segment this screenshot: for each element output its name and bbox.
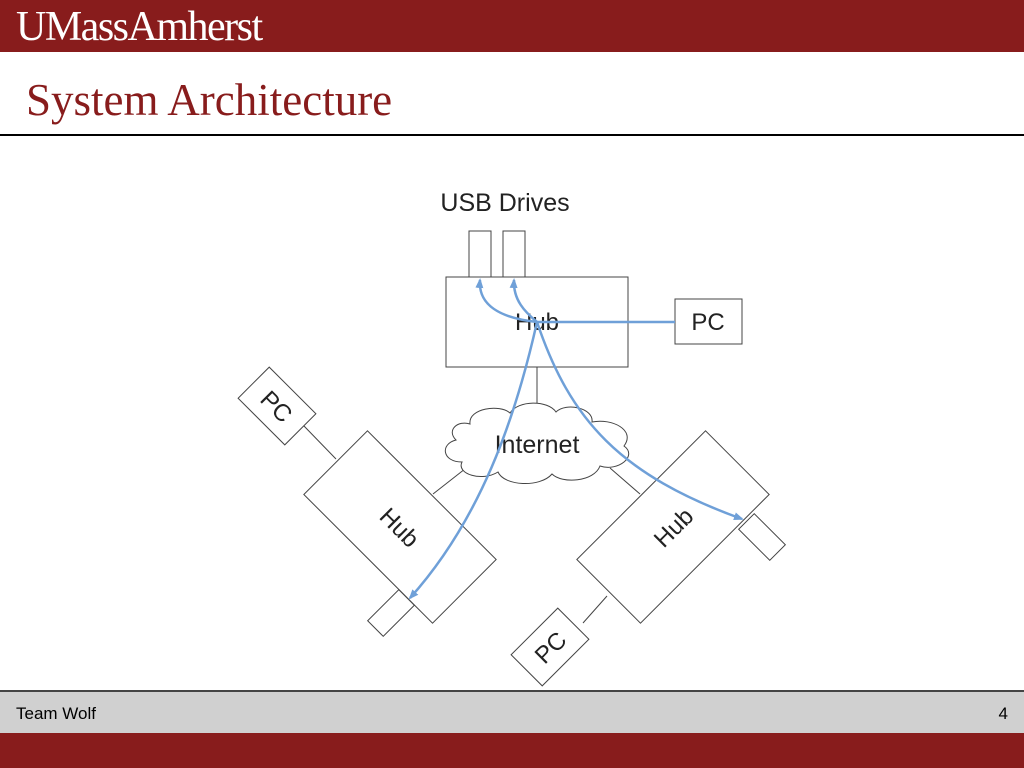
flow-arrow-to-left-hub (408, 321, 539, 600)
footer-team-name: Team Wolf (16, 704, 96, 723)
header-bar: UMassAmherst (0, 0, 1024, 52)
bottom-pc-link (582, 595, 608, 624)
slide-number: 4 (998, 704, 1008, 723)
right-usb-port-icon (737, 512, 787, 562)
right-hub-box (576, 430, 770, 624)
internet-label: Internet (495, 431, 580, 459)
internet-cloud-icon (445, 402, 630, 485)
bottom-brand-bar (0, 733, 1024, 768)
flow-arrow-to-right-hub (535, 321, 744, 521)
left-usb-port-icon (366, 588, 416, 638)
bottom-pc: PC (510, 607, 590, 687)
architecture-diagram: USB Drives Hub PC Internet PC Hub Hub PC (237, 189, 787, 687)
footer-bar: Team Wolf 4 (0, 690, 1024, 733)
usb-drives-label: USB Drives (440, 189, 569, 217)
right-pc-label: PC (691, 309, 724, 336)
flow-arrow-to-usb-1 (475, 278, 538, 324)
title-divider (0, 134, 1024, 136)
left-hub-box (303, 430, 497, 624)
bottom-pc-box (510, 607, 590, 687)
flow-arrow-to-usb-2 (509, 278, 538, 323)
right-hub: Hub (576, 430, 770, 624)
right-hub-internet-link (609, 467, 641, 495)
usb-drive-icon (502, 230, 526, 278)
slide-title: System Architecture (26, 75, 393, 125)
usb-drive-icon (468, 230, 492, 278)
left-pc: PC (237, 366, 317, 446)
umass-amherst-logo: UMassAmherst (16, 4, 263, 50)
left-hub: Hub (303, 430, 497, 624)
left-pc-link (303, 425, 337, 460)
left-pc-box (237, 366, 317, 446)
